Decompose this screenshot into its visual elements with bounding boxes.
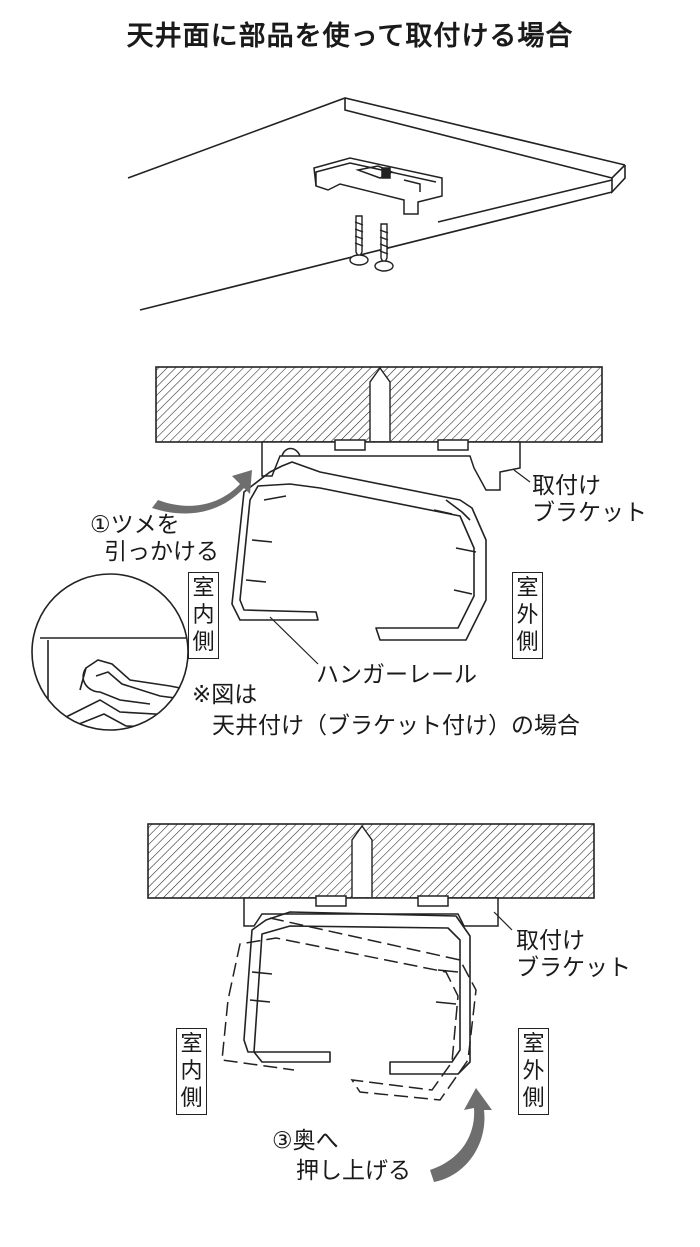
- outdoor-side-label: 室 外 側: [512, 572, 543, 659]
- zoom-detail-callout: [31, 573, 189, 731]
- outdoor-side-label-2: 室 外 側: [518, 1028, 549, 1115]
- bracket-leader-line-2: [493, 911, 513, 931]
- note-line2: 天井付け（ブラケット付け）の場合: [212, 713, 580, 739]
- hanger-rail-label: ハンガーレール: [316, 662, 477, 688]
- note-line1: ※図は: [192, 682, 258, 708]
- hanger-rail-dashed-outline: [221, 917, 477, 1101]
- bracket-label-2-line2: ブラケット: [516, 955, 631, 981]
- bracket-label: 取付け ブラケット: [532, 473, 647, 527]
- ceiling-perspective: [127, 97, 626, 311]
- screw-in-ceiling: [369, 366, 391, 441]
- bracket-3d: [313, 157, 443, 215]
- screw-right: [374, 223, 394, 272]
- indoor-side-label: 室 内 側: [188, 572, 219, 659]
- step1-line2: 引っかける: [104, 539, 219, 565]
- screw-in-ceiling-2: [351, 824, 373, 897]
- step3-push-instruction: ③奥へ 押し上げる: [272, 1126, 411, 1186]
- bracket-label-2: 取付け ブラケット: [516, 928, 631, 982]
- bracket-leader-line: [513, 469, 531, 483]
- hanger-rail-section: [231, 461, 487, 641]
- bracket-section: [261, 439, 521, 491]
- step1-hook-instruction: ①ツメを 引っかける: [90, 512, 219, 566]
- indoor-side-label-2: 室 内 側: [176, 1028, 207, 1115]
- figure-note: ※図は 天井付け（ブラケット付け）の場合: [192, 680, 580, 742]
- step3-line2: 押し上げる: [296, 1158, 411, 1184]
- bracket-label-2-line1: 取付け: [516, 928, 585, 954]
- bracket-label-line1: 取付け: [532, 473, 601, 499]
- bracket-section-2: [243, 895, 499, 927]
- page-title: 天井面に部品を使って取付ける場合: [126, 21, 574, 52]
- screw-left: [349, 215, 369, 266]
- hanger-rail-final: [243, 911, 471, 1075]
- step3-line1: ③奥へ: [272, 1128, 339, 1154]
- rail-leader-line: [269, 616, 319, 665]
- arrow-push-up: [430, 1088, 492, 1182]
- bracket-label-line2: ブラケット: [532, 500, 647, 526]
- arrow-hook: [152, 470, 252, 514]
- step1-line1: ①ツメを: [90, 512, 180, 538]
